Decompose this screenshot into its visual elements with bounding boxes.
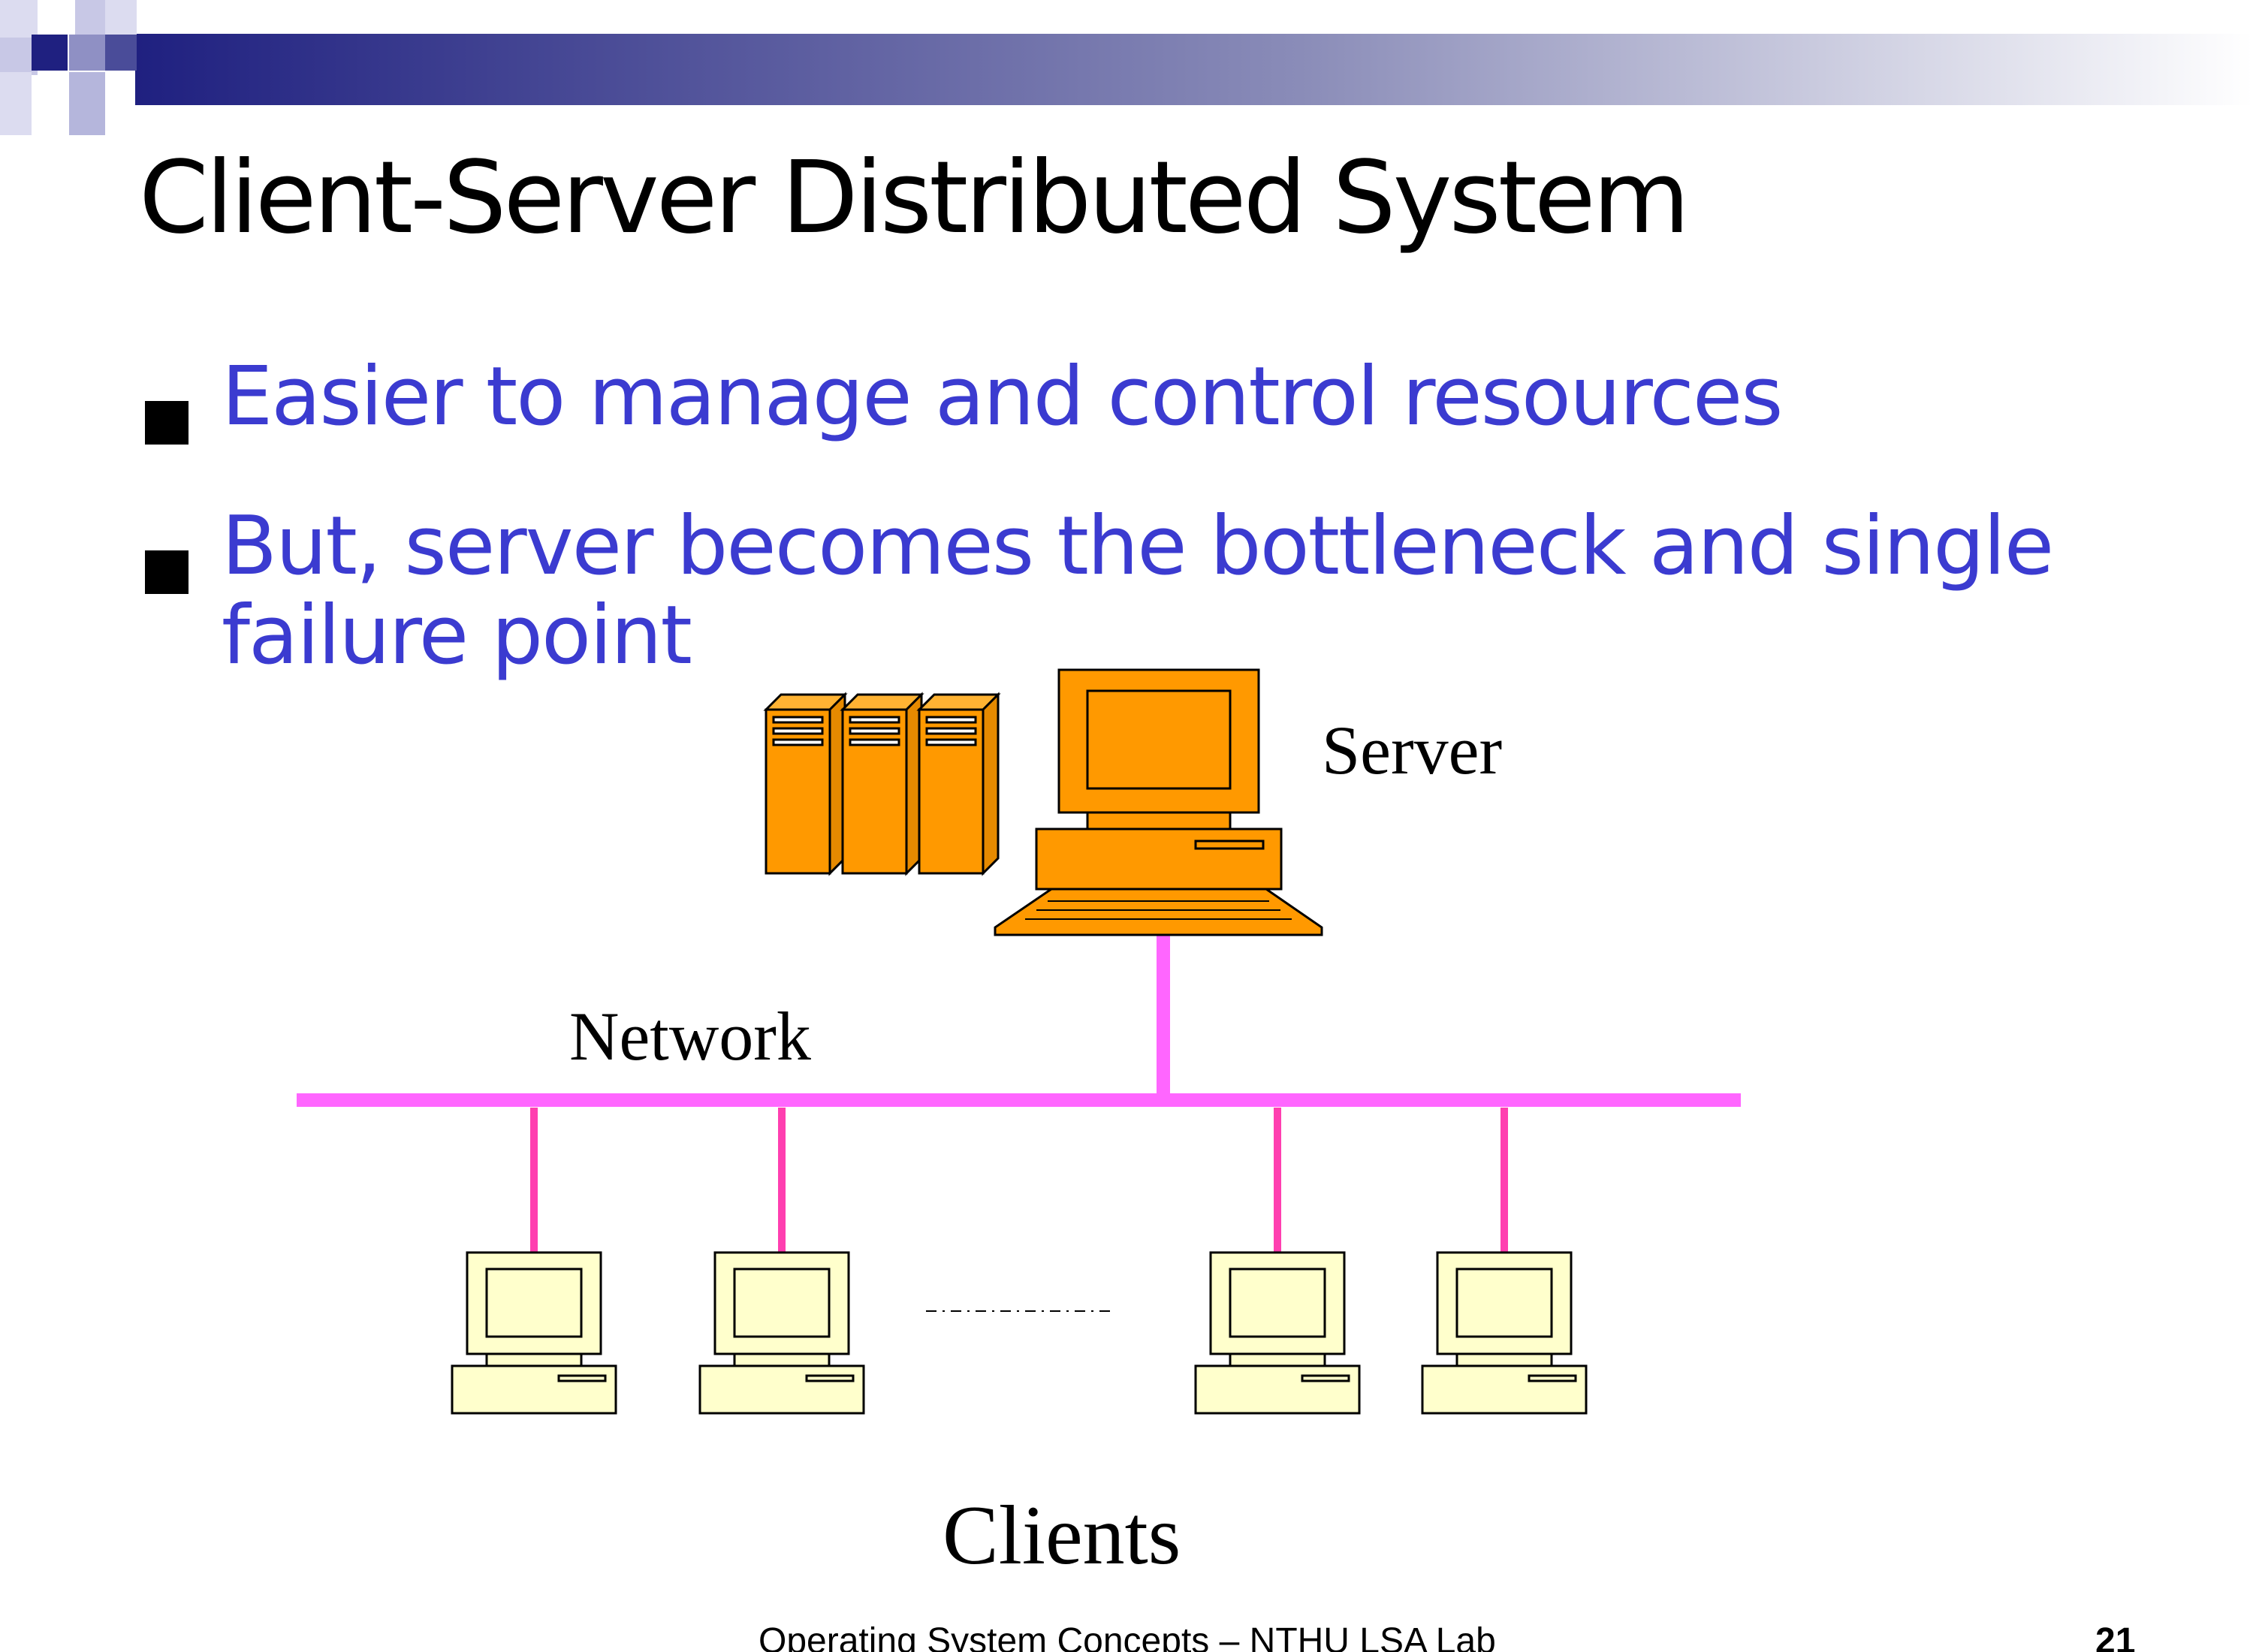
bullet-item: But, server becomes the bottleneck and s…	[139, 502, 2167, 681]
bullet-text: Easier to manage and control resources	[222, 350, 1784, 444]
server-tower-icon	[916, 692, 1001, 876]
page-number: 21	[2095, 1621, 2136, 1652]
header-square	[38, 0, 75, 38]
header-square	[69, 35, 105, 71]
square-bullet-icon	[145, 401, 189, 445]
footer-text: Operating System Concepts – NTHU LSA Lab	[759, 1621, 1496, 1652]
header-square	[32, 35, 68, 71]
bullet-text: But, server becomes the bottleneck and s…	[222, 499, 2054, 683]
header-square	[105, 35, 137, 71]
server-tower-icon	[840, 692, 924, 876]
server-tower-icon	[763, 692, 848, 876]
header-square	[69, 72, 105, 135]
header-square	[105, 0, 137, 35]
header-square	[0, 38, 38, 75]
header-square	[0, 72, 32, 135]
client-computer-icon	[1421, 1251, 1588, 1415]
client-computer-icon	[451, 1251, 617, 1415]
bullet-item: Easier to manage and control resources	[139, 350, 2167, 445]
slide-title: Client-Server Distributed System	[139, 140, 1690, 256]
server-computer-icon	[994, 668, 1323, 936]
network-label: Network	[569, 998, 811, 1075]
client-computer-icon	[1194, 1251, 1361, 1415]
bullet-list: Easier to manage and control resources B…	[139, 350, 2167, 681]
server-label: Server	[1322, 712, 1502, 788]
header-square	[0, 0, 38, 38]
clients-label: Clients	[943, 1489, 1181, 1582]
header-gradient-bar	[135, 34, 2253, 105]
square-bullet-icon	[145, 550, 189, 594]
client-computer-icon	[698, 1251, 865, 1415]
